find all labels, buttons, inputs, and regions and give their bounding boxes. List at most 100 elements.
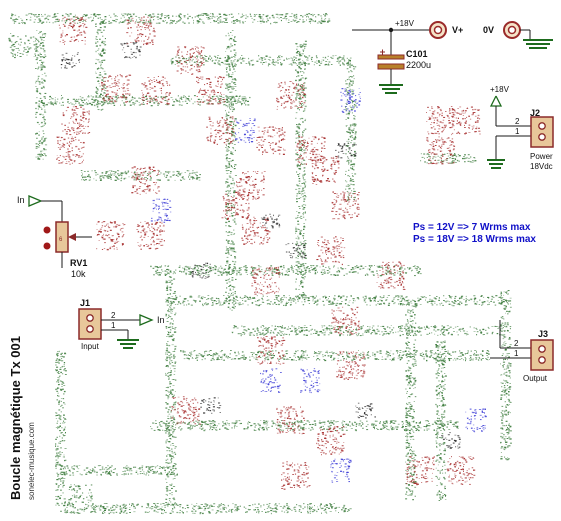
j2-pin-1: 1 [515, 127, 520, 136]
trace-speckle [55, 350, 67, 507]
trace-speckle [180, 350, 491, 362]
trace-speckle [165, 271, 177, 506]
trace-speckle [68, 484, 93, 505]
ground-symbol-j1 [117, 339, 139, 349]
trace-speckle [426, 106, 456, 135]
trace-speckle [190, 262, 212, 279]
trace-speckle [10, 13, 331, 25]
potentiometer-section: In 6 RV1 10k [17, 195, 92, 279]
trace-speckle [435, 340, 447, 501]
trace-speckle [101, 74, 132, 103]
trace-speckle [80, 170, 201, 182]
trace-speckle [406, 456, 435, 486]
trace-speckle [200, 397, 222, 414]
trace-speckle [256, 336, 286, 365]
j2-rail-label: +18V [490, 85, 510, 94]
trace-speckle [126, 16, 156, 46]
capacitor-ref: C101 [406, 49, 428, 59]
trace-speckle [60, 465, 178, 476]
trace-speckle [376, 261, 406, 290]
trace-speckle [236, 171, 266, 200]
trace-speckle [231, 325, 502, 337]
j2-ref: J2 [530, 108, 540, 118]
potentiometer-rv1: 6 [55, 221, 69, 253]
j1-pin-2: 2 [111, 311, 116, 320]
trace-speckle [446, 456, 476, 485]
trace-speckle [150, 198, 172, 223]
rv1-pad-bottom [43, 242, 51, 250]
j1-name: Input [81, 342, 100, 351]
ground-symbol-j2 [487, 159, 505, 169]
j3-name: Output [523, 374, 548, 383]
trace-speckle [281, 461, 311, 490]
trace-speckle [251, 266, 281, 295]
trace-speckle [331, 191, 360, 220]
trace-speckle [206, 116, 236, 145]
j3-pin-2: 2 [514, 339, 519, 348]
input-connector-section: J1 Input 2 1 In [78, 298, 165, 351]
trace-speckle [235, 118, 256, 143]
j1-ref: J1 [80, 298, 90, 308]
rv1-ref: RV1 [70, 258, 87, 268]
power-connector-section: +18V 2 1 J2 Power 18Vdc [487, 85, 554, 171]
schematic-title: Boucle magnétique Tx 001 [8, 336, 23, 500]
trace-speckle [56, 136, 85, 165]
trace-speckle [355, 402, 376, 419]
ground-symbol-0v [523, 39, 553, 49]
vplus-terminal [429, 21, 447, 39]
trace-speckle [95, 20, 107, 111]
trace-speckle [196, 76, 226, 105]
trace-speckle [241, 216, 271, 245]
trace-speckle [256, 126, 286, 155]
ground-symbol-c101 [379, 84, 403, 94]
website-label: sonelec-musique.com [27, 422, 36, 500]
trace-speckle [500, 290, 512, 461]
trace-speckle [336, 351, 366, 380]
trace-speckle [60, 52, 81, 69]
trace-speckle [136, 221, 165, 250]
j3-pin-1: 1 [514, 349, 519, 358]
trace-speckle [311, 156, 340, 185]
j3-ref: J3 [538, 329, 548, 339]
trace-speckle [8, 33, 37, 59]
trace-speckle [285, 242, 307, 259]
trace-speckle [426, 136, 456, 165]
trace-speckle [171, 396, 202, 425]
j3-connector-body [530, 339, 554, 371]
trace-speckle [276, 81, 306, 110]
trace-speckle [176, 46, 205, 75]
note-line-1: Ps = 12V => 7 Wrms max [413, 222, 531, 233]
trace-speckle [120, 42, 142, 59]
capacitor-value: 2200u [406, 60, 431, 70]
trace-speckle [131, 166, 161, 195]
trace-speckle [316, 236, 346, 266]
trace-speckle [440, 432, 461, 449]
trace-speckle [330, 458, 352, 483]
supply-section: +18V V+ 0V C101 2200u [352, 19, 553, 94]
rv1-value: 10k [71, 269, 86, 279]
trace-speckle [451, 106, 481, 136]
output-connector-section: 2 1 J3 Output [490, 320, 554, 383]
trace-speckle [150, 265, 422, 277]
trace-speckle [465, 408, 487, 433]
trace-speckle [35, 30, 48, 160]
trace-speckle [331, 306, 361, 335]
zero-v-label: 0V [483, 25, 494, 35]
trace-speckle [345, 60, 357, 202]
trace-speckle [316, 426, 346, 456]
note-line-2: Ps = 18V => 18 Wrms max [413, 234, 536, 245]
j1-pin-1: 1 [111, 321, 116, 330]
trace-speckle [61, 106, 91, 136]
rv1-in-label: In [17, 195, 25, 205]
vplus-label: V+ [452, 25, 463, 35]
rv1-pad-top [43, 226, 51, 234]
scrambled-trace-layer [8, 13, 512, 515]
j2-spec: 18Vdc [530, 162, 553, 171]
trace-speckle [60, 503, 352, 515]
rv1-wiper-arrow [68, 233, 76, 241]
j2-connector-body [530, 116, 554, 148]
trace-speckle [296, 136, 326, 165]
trace-speckle [260, 213, 281, 229]
trace-speckle [225, 30, 237, 311]
